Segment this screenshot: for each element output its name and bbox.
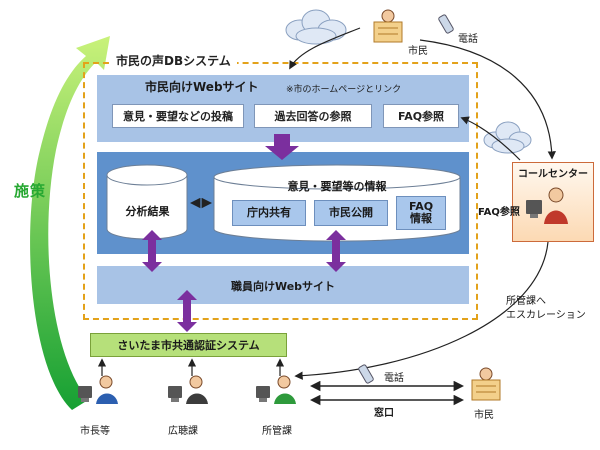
cloud-icon-right bbox=[483, 121, 532, 154]
escalation-label-2: エスカレーション bbox=[506, 310, 586, 321]
top-citizen-label: 市民 bbox=[408, 46, 428, 57]
call-center-box bbox=[512, 162, 594, 242]
faq-info-line1: FAQ bbox=[408, 200, 434, 213]
faq-button[interactable]: FAQ参照 bbox=[383, 104, 459, 128]
analysis-result-label: 分析結果 bbox=[125, 205, 170, 218]
phone-icon bbox=[358, 364, 374, 384]
citizen-site-title: 市民向けWebサイト bbox=[145, 80, 259, 94]
person-reading-icon bbox=[373, 9, 403, 43]
citizen-to-site-arrow bbox=[289, 27, 361, 70]
citizen-to-callcenter-arrow bbox=[419, 39, 556, 160]
down-arrow-to-db bbox=[265, 134, 299, 160]
mayor-label: 市長等 bbox=[80, 426, 110, 437]
computer-user-icon bbox=[78, 375, 118, 404]
double-arrow-right bbox=[326, 230, 346, 272]
department-label: 所管課 bbox=[262, 426, 292, 437]
internal-share-box: 庁内共有 bbox=[232, 200, 306, 226]
operator-icon bbox=[526, 187, 568, 224]
computer-user-icon bbox=[256, 375, 296, 404]
post-opinion-button[interactable]: 意見・要望などの投稿 bbox=[112, 104, 244, 128]
auth-system-box: さいたま市共通認証システム bbox=[90, 333, 287, 357]
citizen-site-note: ※市のホームページとリンク bbox=[286, 85, 402, 95]
analysis-db-cylinder bbox=[106, 164, 188, 240]
staff-site-panel bbox=[97, 266, 469, 304]
phone-icon bbox=[438, 14, 454, 34]
bottom-citizen-label: 市民 bbox=[474, 410, 494, 421]
info-title: 意見・要望等の情報 bbox=[287, 180, 387, 193]
staff-site-title: 職員向けWebサイト bbox=[230, 280, 336, 293]
policy-label: 施策 bbox=[14, 182, 47, 200]
person-reading-icon bbox=[471, 367, 501, 401]
escalation-arrow bbox=[294, 241, 549, 380]
counter-label: 窓口 bbox=[374, 408, 394, 419]
system-frame bbox=[83, 62, 478, 320]
faq-info-box: FAQ 情報 bbox=[396, 196, 446, 230]
public-release-box: 市民公開 bbox=[314, 200, 388, 226]
escalation-label-1: 所管課へ bbox=[506, 296, 546, 307]
purple-arrows bbox=[142, 134, 346, 332]
faq-side-label: FAQ参照 bbox=[478, 207, 520, 218]
call-center-title: コールセンター bbox=[518, 169, 588, 180]
cloud-icon bbox=[285, 9, 347, 45]
top-phone-label: 電話 bbox=[458, 34, 478, 45]
callcenter-faq-arrow bbox=[460, 116, 521, 161]
past-answers-button[interactable]: 過去回答の参照 bbox=[254, 104, 372, 128]
faq-info-line2: 情報 bbox=[410, 212, 432, 225]
public-hearing-label: 広聴課 bbox=[168, 426, 198, 437]
double-arrow-left bbox=[142, 230, 162, 272]
system-title: 市民の声DBシステム bbox=[110, 52, 237, 69]
double-arrow-auth bbox=[177, 290, 197, 332]
bottom-phone-label: 電話 bbox=[384, 373, 404, 384]
computer-user-icon bbox=[168, 375, 208, 404]
